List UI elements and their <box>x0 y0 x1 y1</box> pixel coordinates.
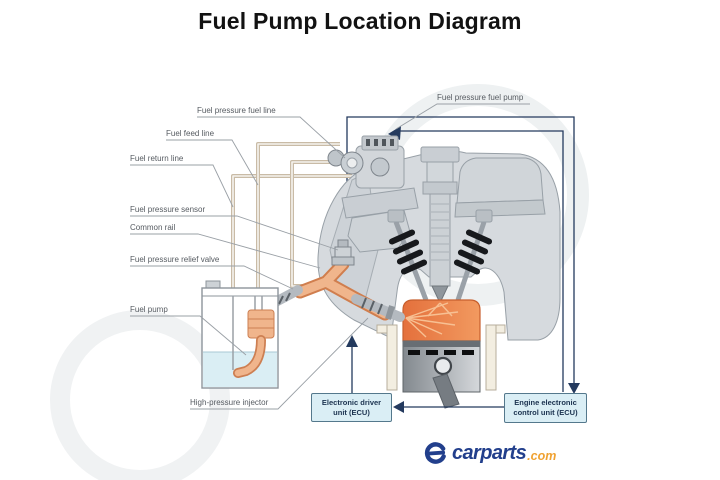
central-injector <box>420 146 460 305</box>
wrist-pin <box>433 356 453 376</box>
combustion-chamber <box>402 299 481 342</box>
label-leader-lines <box>130 103 530 410</box>
ecu-arrows <box>346 335 504 413</box>
brand-name: carparts <box>452 442 527 464</box>
label-fuel-feed-line: Fuel feed line <box>166 129 215 138</box>
label-fuel-pressure-relief-valve: Fuel pressure relief valve <box>130 255 220 264</box>
label-fuel-pressure-fuel-pump: Fuel pressure fuel pump <box>437 93 524 102</box>
piston-rings <box>408 350 474 355</box>
valve-cover <box>456 157 544 204</box>
common-rail-assembly <box>265 239 405 322</box>
piston <box>402 340 481 409</box>
carparts-e-icon <box>424 442 446 464</box>
label-fuel-pressure-fuel-line: Fuel pressure fuel line <box>197 106 276 115</box>
valves-and-springs <box>387 209 493 301</box>
connecting-rod <box>432 373 460 409</box>
fuel-spray <box>405 302 459 338</box>
label-fuel-return-line: Fuel return line <box>130 154 184 163</box>
label-fuel-pump: Fuel pump <box>130 305 168 314</box>
arrow-into-engine-ecu <box>568 383 580 394</box>
brand-tld: .com <box>527 448 557 463</box>
page-title: Fuel Pump Location Diagram <box>198 8 522 34</box>
fuel-tank <box>201 280 279 389</box>
label-high-pressure-injector: High-pressure injector <box>190 398 269 407</box>
cylinder-walls <box>376 324 506 391</box>
label-common-rail: Common rail <box>130 223 176 232</box>
label-fuel-pressure-sensor: Fuel pressure sensor <box>130 205 206 214</box>
electronic-driver-unit-box: Electronic driver unit (ECU) <box>311 393 392 422</box>
engine-ecu-box: Engine electronic control unit (ECU) <box>504 393 587 423</box>
engine-illustration <box>317 135 561 341</box>
injector-part <box>351 294 405 322</box>
valve-cover-band <box>454 199 546 218</box>
fuel-pressure-sensor-part <box>331 239 355 266</box>
brand-logo: carparts .com <box>424 442 556 465</box>
in-tank-fuel-pump <box>233 309 275 378</box>
